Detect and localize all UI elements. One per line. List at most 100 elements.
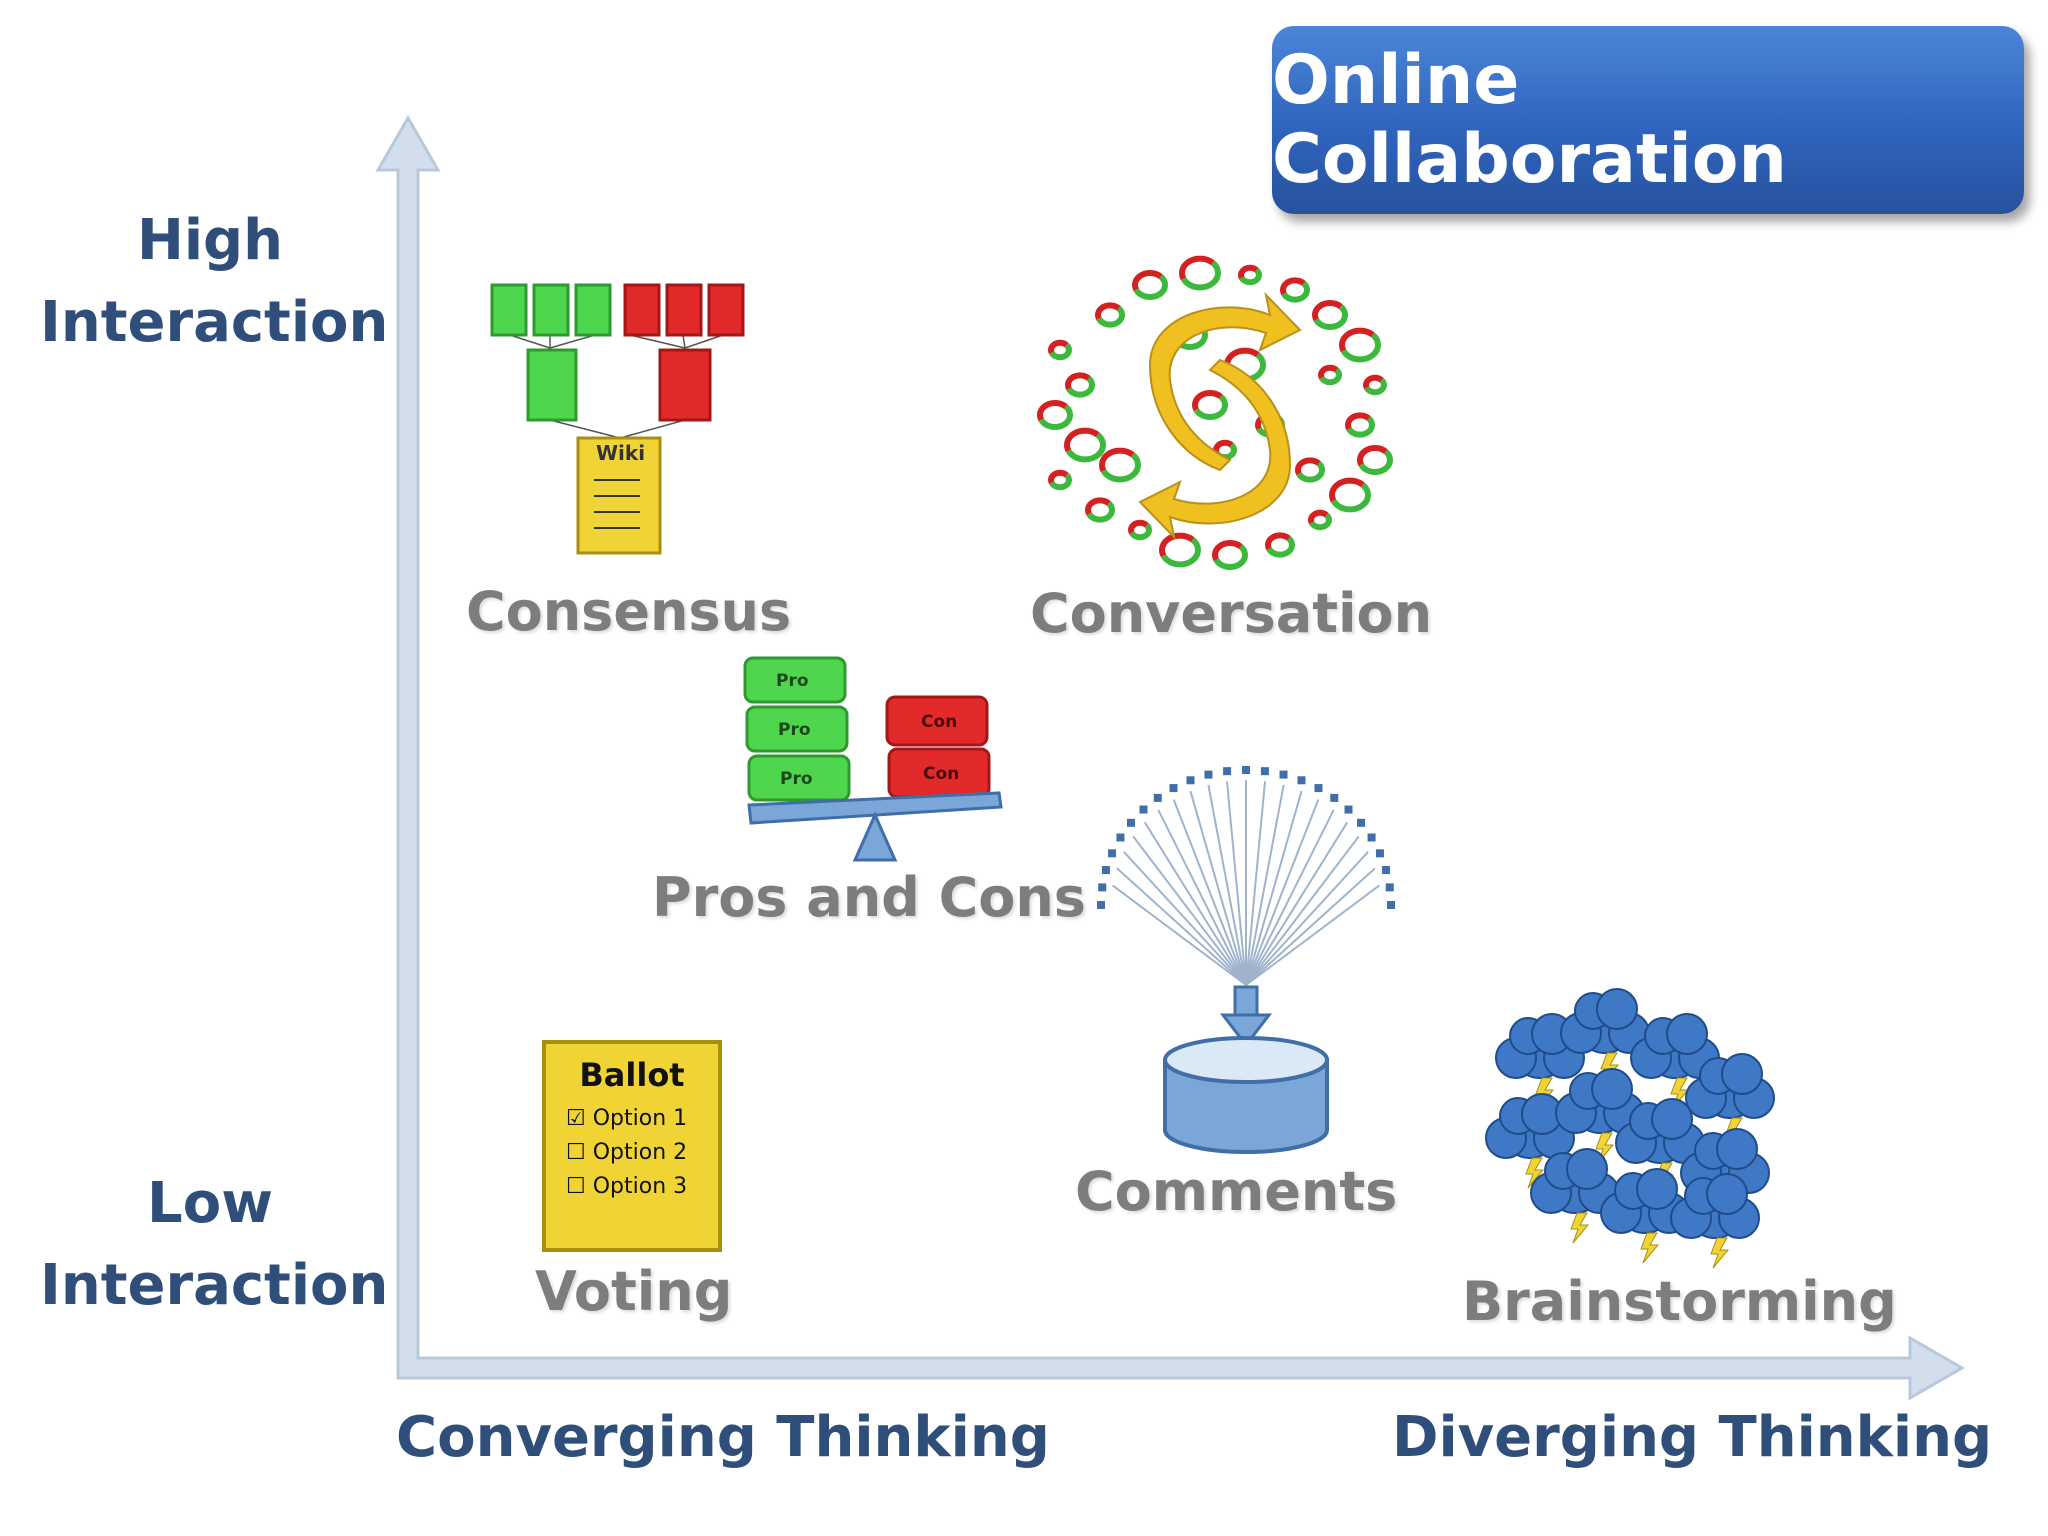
- comment-ray: [1123, 851, 1247, 986]
- conversation-ring-red: [1095, 302, 1125, 328]
- conversation-ring: [1128, 519, 1152, 541]
- storm-cloud: [1685, 1053, 1775, 1149]
- comments-icon: [1097, 766, 1395, 1154]
- conversation-ring-red: [1213, 439, 1237, 461]
- conversation-ring: [1048, 339, 1072, 361]
- comment-dot: [1314, 784, 1323, 793]
- comment-ray: [1116, 867, 1247, 986]
- conversation-ring-red: [1099, 447, 1141, 483]
- comment-dot: [1223, 767, 1232, 776]
- high-interaction-label: High Interaction: [40, 208, 389, 355]
- comment-ray: [1245, 784, 1285, 986]
- comment-dot: [1097, 901, 1105, 909]
- conversation-ring-red: [1312, 300, 1348, 330]
- conversation-ring-red: [1329, 477, 1371, 513]
- comment-dot: [1242, 766, 1250, 774]
- pros-and-cons-label: Pros and Cons: [652, 866, 1086, 929]
- comment-dot: [1387, 901, 1395, 909]
- conversation-ring: [1238, 264, 1262, 286]
- comment-ray: [1189, 790, 1247, 986]
- conversation-ring: [1172, 320, 1208, 350]
- conversation-ring: [1345, 412, 1375, 438]
- comment-dot: [1098, 883, 1107, 892]
- pro-text-1: Pro: [776, 671, 809, 691]
- ballot-title: Ballot: [579, 1056, 685, 1094]
- conversation-ring-red: [1048, 339, 1072, 361]
- conversation-ring-red: [1280, 277, 1310, 303]
- conversation-ring-red: [1308, 509, 1332, 531]
- comment-ray: [1172, 799, 1247, 986]
- converging-thinking-label: Converging Thinking: [396, 1405, 1050, 1470]
- comment-dot: [1297, 776, 1306, 785]
- conversation-ring: [1064, 427, 1106, 463]
- conversation-ring: [1037, 400, 1073, 430]
- conversation-ring: [1212, 540, 1248, 570]
- conversation-ring-red: [1192, 390, 1228, 420]
- conversation-ring: [1363, 374, 1387, 396]
- consensus-icon: Wiki: [490, 283, 745, 555]
- brainstorming-icon: [1485, 988, 1775, 1269]
- conversation-ring-red: [1238, 264, 1262, 286]
- comment-ray: [1245, 867, 1376, 986]
- comment-ray: [1245, 851, 1369, 986]
- conversation-ring: [1192, 390, 1228, 420]
- conversation-ring: [1085, 497, 1115, 523]
- comment-ray: [1245, 821, 1349, 986]
- storm-cloud: [1495, 1013, 1585, 1109]
- conversation-ring-red: [1179, 255, 1221, 291]
- comment-dot: [1279, 770, 1288, 779]
- conversation-ring-red: [1265, 532, 1295, 558]
- storm-cloud: [1555, 1068, 1645, 1164]
- conversation-ring: [1329, 477, 1371, 513]
- comment-ray: [1112, 884, 1247, 986]
- conversation-ring: [1099, 447, 1141, 483]
- comment-dot: [1330, 793, 1339, 802]
- conversation-ring: [1265, 532, 1295, 558]
- conversation-ring: [1132, 270, 1168, 300]
- conversation-ring: [1159, 532, 1201, 568]
- ballot-option-3: ☐ Option 3: [566, 1174, 688, 1199]
- conversation-ring-red: [1085, 497, 1115, 523]
- conversation-ring: [1318, 364, 1342, 386]
- ballot-option-2: ☐ Option 2: [566, 1140, 688, 1165]
- pro-text-3: Pro: [780, 769, 813, 789]
- comment-ray: [1157, 809, 1247, 986]
- comment-dot: [1375, 849, 1384, 858]
- empty-box-icon: ☐: [566, 1140, 586, 1165]
- conversation-ring-red: [1339, 327, 1381, 363]
- comment-ray: [1245, 790, 1303, 986]
- conversation-ring-red: [1295, 457, 1325, 483]
- conversation-ring-red: [1048, 469, 1072, 491]
- con-text-2: Con: [923, 764, 959, 784]
- storm-cloud: [1670, 1173, 1760, 1269]
- comment-dot: [1108, 849, 1117, 858]
- comment-dot: [1186, 776, 1195, 785]
- conversation-ring-red: [1363, 374, 1387, 396]
- conversation-ring-red: [1345, 412, 1375, 438]
- comment-ray: [1143, 821, 1247, 986]
- storm-cloud: [1485, 1093, 1575, 1189]
- conversation-ring-red: [1132, 270, 1168, 300]
- conversation-ring: [1339, 327, 1381, 363]
- comment-ray: [1245, 809, 1335, 986]
- conversation-icon: [1037, 255, 1393, 570]
- wiki-text: Wiki: [596, 441, 645, 465]
- comment-dot: [1116, 833, 1125, 842]
- storm-cloud: [1615, 1098, 1705, 1194]
- comment-ray: [1225, 781, 1247, 986]
- conversation-ring-red: [1318, 364, 1342, 386]
- ballot-card: Ballot ☑ Option 1 ☐ Option 2 ☐ Option 3: [542, 1040, 722, 1252]
- pro-text-2: Pro: [778, 720, 811, 740]
- comment-ray: [1245, 799, 1320, 986]
- comment-dot: [1357, 818, 1366, 827]
- consensus-label: Consensus: [466, 580, 792, 643]
- conversation-ring-red: [1357, 445, 1393, 475]
- comment-dot: [1126, 818, 1135, 827]
- brainstorming-label: Brainstorming: [1462, 1270, 1897, 1333]
- comments-label: Comments: [1075, 1160, 1398, 1223]
- conversation-ring-red: [1159, 532, 1201, 568]
- comment-ray: [1245, 835, 1360, 986]
- comment-dot: [1260, 767, 1269, 776]
- storm-cloud: [1530, 1148, 1620, 1244]
